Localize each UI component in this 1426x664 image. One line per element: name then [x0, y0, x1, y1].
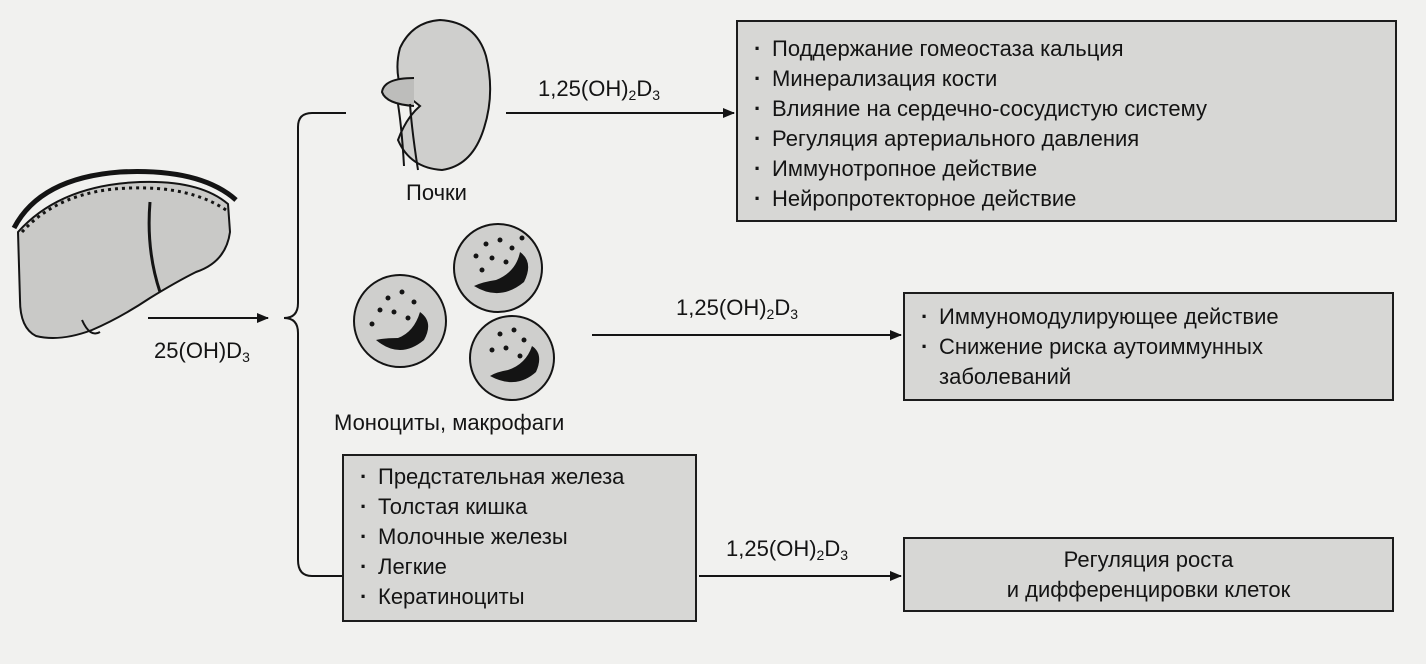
growth-regulation-box: Регуляция роста и дифференцировки клеток [903, 537, 1394, 612]
immune-arrow-label: 1,25(OH)2D3 [676, 295, 799, 322]
effect-item: Минерализация кости [750, 64, 1379, 94]
effect-item: Влияние на сердечно-сосудистую систему [750, 94, 1379, 124]
effect-item: Иммуномодулирующее действие [917, 302, 1380, 332]
effect-item: Поддержание гомеостаза кальция [750, 34, 1379, 64]
target-tissues-box: Предстательная железа Толстая кишка Моло… [342, 454, 697, 622]
immune-cells-label: Моноциты, макрофаги [334, 410, 565, 435]
tissue-item: Толстая кишка [356, 492, 683, 522]
tissue-item: Кератиноциты [356, 582, 683, 612]
effect-item: Снижение риска аутоиммунных заболеваний [917, 332, 1380, 392]
branch-bracket [283, 112, 346, 577]
immune-effects-box: Иммуномодулирующее действие Снижение рис… [903, 292, 1394, 401]
effect-item: Иммунотропное действие [750, 154, 1379, 184]
liver-metabolite-label: 25(OH)D3 [154, 338, 250, 365]
tissue-item: Легкие [356, 552, 683, 582]
kidney-label: Почки [406, 180, 467, 205]
growth-effect-line1: Регуляция роста [1063, 547, 1234, 572]
tissue-item: Молочные железы [356, 522, 683, 552]
effect-item: Нейропротекторное действие [750, 184, 1379, 214]
tissues-arrow-label: 1,25(OH)2D3 [726, 536, 849, 563]
effect-item: Регуляция артериального давления [750, 124, 1379, 154]
tissue-item: Предстательная железа [356, 462, 683, 492]
kidney-effects-box: Поддержание гомеостаза кальция Минерализ… [736, 20, 1397, 222]
kidney-arrow-label: 1,25(OH)2D3 [538, 76, 661, 103]
growth-effect-line2: и дифференцировки клеток [1006, 577, 1291, 602]
